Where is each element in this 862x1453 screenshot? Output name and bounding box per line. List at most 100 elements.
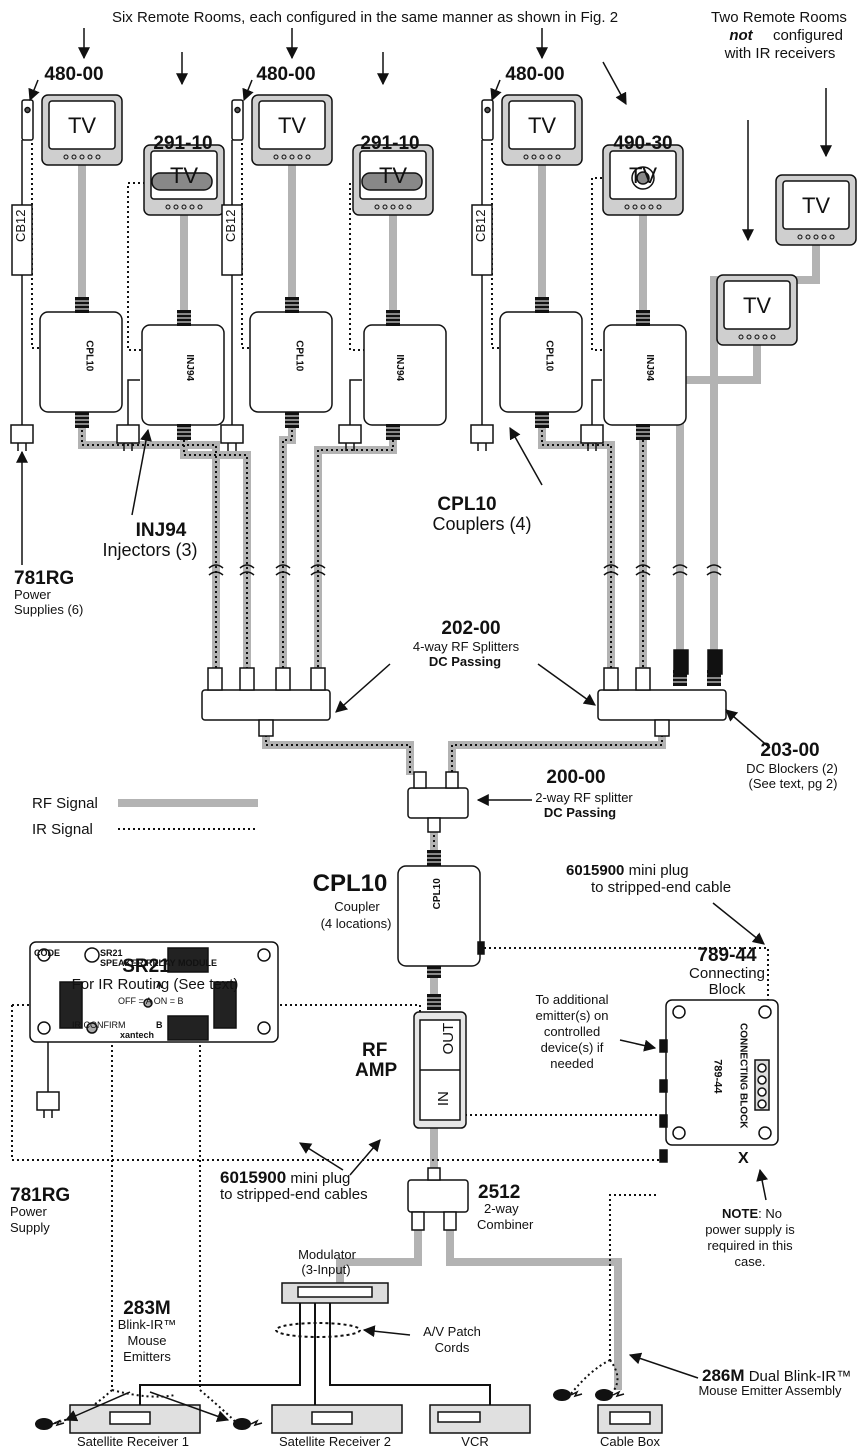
cpl-main-name: CPL10 [312,870,388,897]
cb12-label-1: CB12 [13,209,29,242]
mini2-desc1: mini plug [290,1170,351,1187]
inj94-label-3: INJ94 [644,354,656,382]
sr21-brand: xantech [120,1030,155,1040]
inj94-label-1: INJ94 [184,354,196,382]
m283-desc1: Blink-IR™ [117,1317,177,1332]
connecting-block [659,999,779,1163]
tv-label-1: TV [67,113,97,138]
emit-note4: device(s) if [540,1040,604,1055]
m283-desc2: Mouse [127,1333,167,1348]
m286: 286M Dual Blink-IR™ [702,1366,851,1386]
note-l3: required in this [707,1238,793,1253]
cpl-main-desc1: Coupler [334,899,380,914]
tv-label-8: TV [742,293,772,318]
b203-desc1: DC Blockers (2) [746,761,838,776]
part-291-10-a: 291-10 [153,133,213,154]
amp-in: IN [434,1091,452,1107]
cb789-name: 789-44 [697,945,757,966]
sr21-name: SR21 [122,956,170,977]
rg781b-desc1: Power [10,1204,47,1219]
s202-name: 202-00 [441,618,501,639]
rg781-callout-name: 781RG [14,568,75,589]
modulator [281,1282,389,1304]
cpl10-label-1: CPL10 [83,340,95,372]
s200-desc: 2-way RF splitter [535,790,633,805]
cpl10-callout-name: CPL10 [437,494,497,515]
cpl10-label-2: CPL10 [293,340,305,372]
source-vcr: VCR [461,1434,489,1449]
mini2-name: 6015900 [220,1168,287,1187]
m286-desc2: Mouse Emitter Assembly [698,1383,842,1398]
ir-receiver-490 [631,166,655,190]
block789-subtitle: CONNECTING BLOCK [737,1022,749,1129]
rg781-callout-desc1: Power [14,587,51,602]
sr21-off-on: OFF = A ON = B [118,996,184,1006]
inj94-callout-name: INJ94 [135,520,187,541]
note-l4: case. [734,1254,766,1269]
m283-name: 283M [123,1298,171,1319]
part-490-30: 490-30 [613,133,673,154]
av-line1: A/V Patch [423,1324,481,1339]
sr21-title: SR21 [100,948,123,958]
legend-ir: IR Signal [32,821,93,838]
amp-line1: RF [362,1040,388,1061]
cb12-label-2: CB12 [223,209,239,242]
cable-breaks [208,564,722,576]
cpl-main-desc2: (4 locations) [320,916,392,931]
sr21-code: CODE [34,948,61,958]
block789-title: 789-44 [711,1059,724,1094]
sr21-desc: For IR Routing (See text) [71,976,239,993]
four-way-splitters [201,649,727,737]
mod-line1: Modulator [298,1247,356,1262]
amp-line2: AMP [355,1060,398,1081]
c2512-desc1: 2-way [484,1201,519,1216]
two-rooms-line1: Two Remote Rooms [711,9,847,26]
emit-note1: To additional [535,992,609,1007]
m283-desc3: Emitters [123,1349,171,1364]
rg781b-desc2: Supply [10,1220,50,1235]
s202-desc: 4-way RF Splitters [412,639,520,654]
m286-name: 286M [702,1366,745,1385]
inj94-callout-desc: Injectors (3) [102,540,198,560]
cpl10-label-3: CPL10 [543,340,555,372]
part-480-00-a: 480-00 [44,64,104,85]
amp-out: OUT [440,1022,458,1055]
emit-note5: needed [550,1056,594,1071]
source-devices [69,1404,663,1434]
emit-note2: emitter(s) on [535,1008,609,1023]
b203-name: 203-00 [760,740,820,761]
part-480-00-c: 480-00 [505,64,565,85]
mini2: 6015900 mini plug [220,1168,350,1188]
x-mark: X [738,1150,749,1167]
av-line2: Cords [434,1340,470,1355]
combiner-2512 [407,1167,469,1231]
sr21-bank-a: A [156,980,163,990]
ir-receivers-291 [151,172,423,191]
inj94-label-2: INJ94 [394,354,406,382]
note-rest: : No [758,1206,782,1221]
coupler-boxes [39,311,687,426]
m286-desc1: Dual Blink-IR™ [748,1368,852,1385]
tv-label-4: TV [378,163,408,188]
two-rooms-line2: configured [772,27,844,44]
two-rooms-not: not [729,27,753,44]
tv-label-3: TV [277,113,307,138]
mini-desc1: mini plug [628,862,689,879]
top-caption: Six Remote Rooms, each configured in the… [111,9,619,26]
note-bold: NOTE [722,1206,759,1221]
tv-label-7: TV [801,193,831,218]
tv-label-2: TV [169,163,199,188]
cb12-boxes [11,204,493,276]
c2512-name: 2512 [478,1182,521,1203]
sr21-module [29,941,279,1043]
c2512-desc2: Combiner [477,1217,534,1232]
legend-lines [118,799,258,830]
cb12-lines [21,140,602,1092]
cpl-main-label: CPL10 [431,878,443,910]
s202-dc: DC Passing [428,654,502,669]
rf-amplifier [413,1011,467,1129]
rg781-callout-desc2: Supplies (6) [14,602,84,617]
legend-rf: RF Signal [32,795,98,812]
cpl10-callout-desc: Couplers (4) [432,514,532,534]
